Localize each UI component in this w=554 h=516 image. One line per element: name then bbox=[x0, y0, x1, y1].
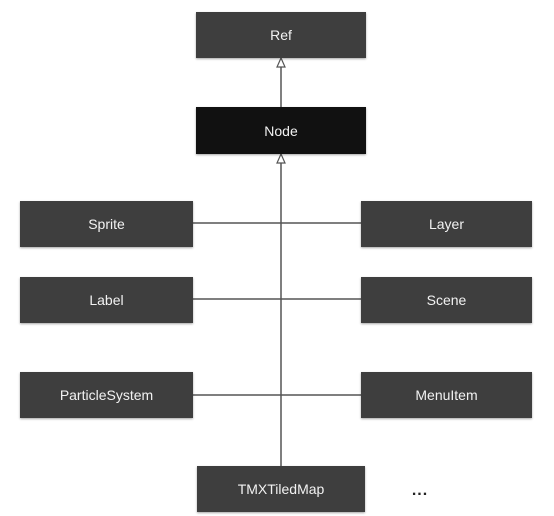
class-sprite: Sprite bbox=[20, 201, 193, 247]
class-particlesystem-label: ParticleSystem bbox=[59, 387, 154, 403]
class-ref: Ref bbox=[196, 12, 366, 58]
inheritance-arrow-node bbox=[276, 152, 286, 164]
class-label-label: Label bbox=[89, 292, 124, 308]
class-scene: Scene bbox=[361, 277, 532, 323]
class-scene-label: Scene bbox=[426, 292, 467, 308]
more-classes-ellipsis: ... bbox=[411, 482, 429, 499]
class-layer-label: Layer bbox=[428, 216, 465, 232]
class-tmxtiledmap: TMXTiledMap bbox=[197, 466, 365, 512]
class-tmxtiledmap-label: TMXTiledMap bbox=[237, 481, 325, 497]
class-node-label: Node bbox=[264, 122, 298, 139]
class-menuitem-label: MenuItem bbox=[415, 387, 478, 403]
class-particlesystem: ParticleSystem bbox=[20, 372, 193, 418]
class-sprite-label: Sprite bbox=[88, 216, 125, 232]
class-ref-label: Ref bbox=[270, 27, 292, 43]
class-node: Node bbox=[196, 107, 366, 154]
class-label: Label bbox=[20, 277, 193, 323]
class-menuitem: MenuItem bbox=[361, 372, 532, 418]
class-layer: Layer bbox=[361, 201, 532, 247]
inheritance-arrow-ref bbox=[276, 56, 286, 68]
